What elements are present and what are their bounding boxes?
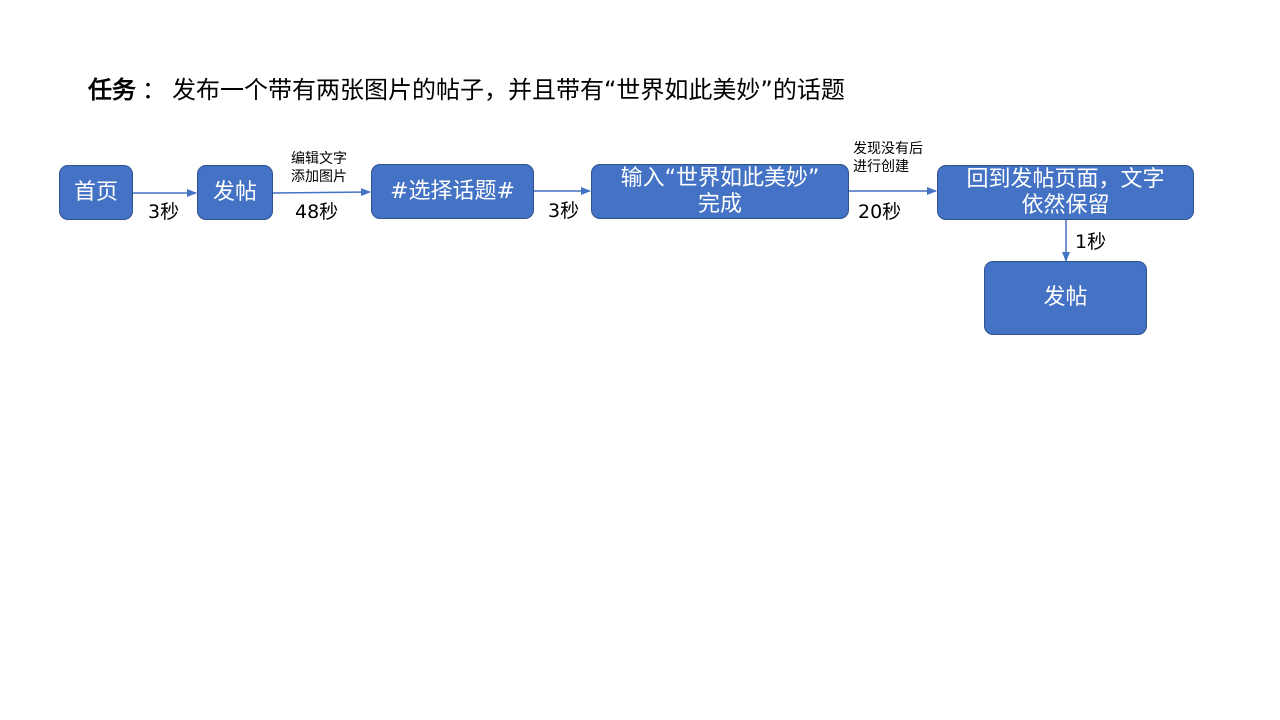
task-description: 发布一个带有两张图片的帖子，并且带有“世界如此美妙”的话题 <box>172 76 845 104</box>
task-separator: ： <box>142 76 166 104</box>
node-back-to-post-line2: 依然保留 <box>1021 192 1110 218</box>
task-label: 任务 <box>88 76 136 104</box>
node-final-post: 发帖 <box>984 261 1147 335</box>
node-back-to-post: 回到发帖页面，文字 依然保留 <box>937 165 1194 220</box>
node-input-topic-line2: 完成 <box>697 191 742 217</box>
node-post: 发帖 <box>197 165 273 220</box>
edge-note-create-line1: 发现没有后 <box>853 141 923 157</box>
edge-note-edit: 编辑文字 添加图片 <box>291 150 347 186</box>
node-post-label: 发帖 <box>212 179 257 205</box>
node-input-topic: 输入“世界如此美妙” 完成 <box>591 164 849 219</box>
task-title: 任务：发布一个带有两张图片的帖子，并且带有“世界如此美妙”的话题 <box>88 72 845 108</box>
node-home-label: 首页 <box>73 179 118 205</box>
arrow-post-to-topic <box>272 188 371 197</box>
edge-time-home-post: 3秒 <box>148 201 180 223</box>
node-input-topic-line1: 输入“世界如此美妙” <box>620 165 820 191</box>
edge-note-edit-line2: 添加图片 <box>291 169 347 185</box>
edge-time-back-post: 1秒 <box>1075 231 1107 253</box>
edge-note-create-line2: 进行创建 <box>853 159 909 175</box>
node-back-to-post-line1: 回到发帖页面，文字 <box>966 166 1165 192</box>
node-final-post-label: 发帖 <box>1043 285 1088 310</box>
node-select-topic: #选择话题# <box>371 164 534 219</box>
edge-note-edit-line1: 编辑文字 <box>291 151 347 167</box>
edge-time-input-back: 20秒 <box>858 201 902 223</box>
node-select-topic-label: #选择话题# <box>390 178 515 204</box>
node-home: 首页 <box>59 165 133 220</box>
edge-note-create: 发现没有后 进行创建 <box>853 140 923 176</box>
edge-time-post-topic: 48秒 <box>295 201 339 223</box>
edge-time-topic-input: 3秒 <box>548 200 580 222</box>
